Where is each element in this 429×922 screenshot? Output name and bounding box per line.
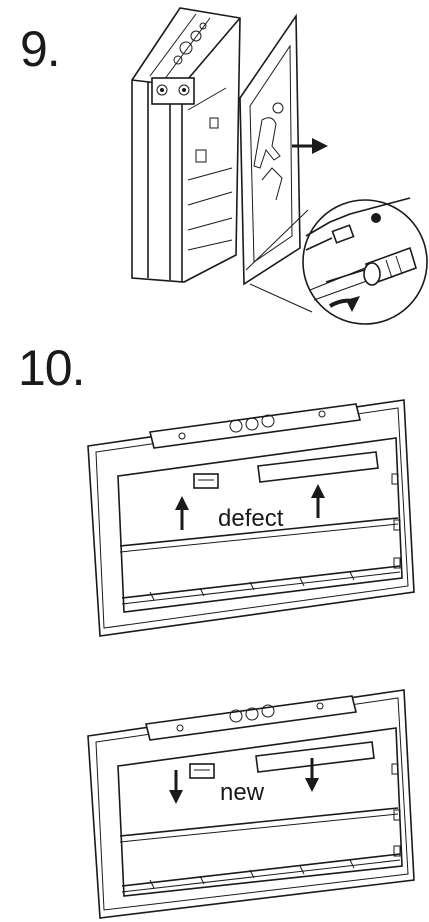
up-arrow-icon: [175, 496, 189, 530]
up-arrow-icon: [311, 484, 325, 518]
new-label: new: [220, 779, 265, 806]
defect-label: defect: [218, 505, 284, 532]
step10-housing-new: [87, 689, 415, 919]
step10-housing-defect: [87, 399, 415, 637]
step9-front-panel: [239, 13, 301, 286]
down-arrow-icon: [305, 758, 319, 792]
step9-detail-zoom: [245, 197, 428, 325]
step9-housing-illustration: [131, 7, 241, 283]
down-arrow-icon: [169, 770, 183, 804]
step-10-number: 10.: [18, 340, 86, 396]
step-9-number: 9.: [20, 21, 61, 77]
screwdriver-icon: [325, 246, 417, 286]
step9-removal-arrow: [292, 138, 328, 154]
